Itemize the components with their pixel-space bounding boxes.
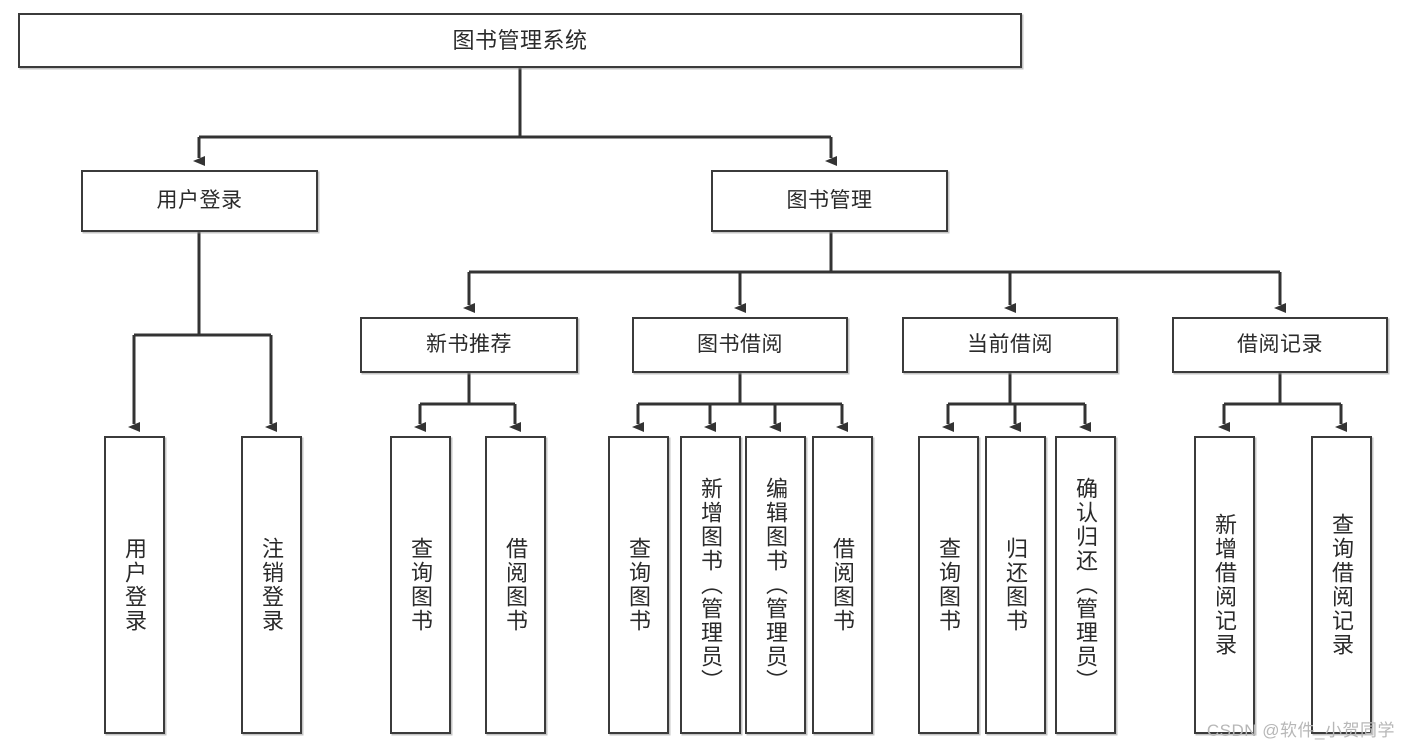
node-user-login[interactable]: 用户登录: [81, 170, 318, 232]
node-label: 当前借阅: [967, 332, 1053, 356]
watermark-text: CSDN @软件_小贺同学: [1206, 721, 1395, 740]
node-label: 借阅图书: [830, 537, 856, 633]
node-leaf-query-borrow-record[interactable]: 查询借阅记录: [1311, 436, 1372, 734]
node-label: 图书管理系统: [452, 27, 588, 53]
node-leaf-query-book-2[interactable]: 查询图书: [608, 436, 669, 734]
node-leaf-borrow-book-1[interactable]: 借阅图书: [485, 436, 546, 734]
node-label: 归还图书: [1003, 537, 1029, 633]
node-label: 新书推荐: [426, 332, 512, 356]
node-new-book-recommend[interactable]: 新书推荐: [360, 317, 578, 373]
node-label: 查询图书: [626, 537, 652, 633]
node-leaf-edit-book[interactable]: 编辑图书（管理员）: [745, 436, 806, 734]
node-borrow-record[interactable]: 借阅记录: [1172, 317, 1388, 373]
node-current-borrow[interactable]: 当前借阅: [902, 317, 1118, 373]
node-label: 查询借阅记录: [1329, 513, 1355, 657]
node-leaf-return-book[interactable]: 归还图书: [985, 436, 1046, 734]
node-label: 图书管理: [786, 188, 873, 212]
node-label: 确认归还（管理员）: [1073, 477, 1099, 693]
node-leaf-query-book-3[interactable]: 查询图书: [918, 436, 979, 734]
node-leaf-add-book[interactable]: 新增图书（管理员）: [680, 436, 741, 734]
node-leaf-add-borrow-record[interactable]: 新增借阅记录: [1194, 436, 1255, 734]
node-label: 图书借阅: [697, 332, 783, 356]
node-leaf-user-login[interactable]: 用户登录: [104, 436, 165, 734]
node-leaf-confirm-return[interactable]: 确认归还（管理员）: [1055, 436, 1116, 734]
node-leaf-query-book-1[interactable]: 查询图书: [390, 436, 451, 734]
node-label: 注销登录: [259, 537, 285, 633]
node-book-manage[interactable]: 图书管理: [711, 170, 948, 232]
node-label: 查询图书: [936, 537, 962, 633]
node-label: 借阅记录: [1237, 332, 1323, 356]
node-leaf-logout[interactable]: 注销登录: [241, 436, 302, 734]
node-book-borrow[interactable]: 图书借阅: [632, 317, 848, 373]
node-label: 用户登录: [122, 537, 148, 633]
node-label: 查询图书: [408, 537, 434, 633]
node-label: 新增图书（管理员）: [698, 477, 724, 693]
node-label: 借阅图书: [503, 537, 529, 633]
node-label: 用户登录: [156, 188, 243, 212]
node-label: 编辑图书（管理员）: [763, 477, 789, 693]
node-label: 新增借阅记录: [1212, 513, 1238, 657]
node-root-system[interactable]: 图书管理系统: [18, 13, 1022, 68]
node-leaf-borrow-book-2[interactable]: 借阅图书: [812, 436, 873, 734]
